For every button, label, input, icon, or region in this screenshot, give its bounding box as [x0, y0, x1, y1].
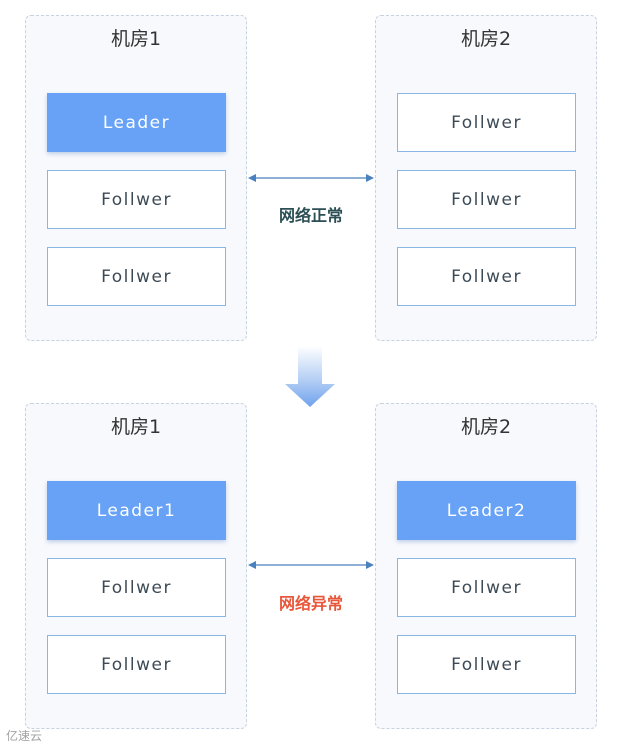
follower-node: Follwer [47, 247, 226, 306]
follower-node: Follwer [397, 558, 576, 617]
follower-node: Follwer [397, 170, 576, 229]
follower-node: Follwer [47, 635, 226, 694]
room-title: 机房1 [110, 416, 162, 438]
leader-node: Leader1 [47, 481, 226, 540]
bottom-room1: 机房1 Leader1 Follwer Follwer [25, 403, 247, 729]
watermark: 亿速云 [6, 729, 43, 743]
room-title: 机房2 [460, 28, 512, 50]
down-arrow-icon [285, 346, 335, 407]
top-network-link [248, 174, 374, 182]
room-title: 机房2 [460, 416, 512, 438]
follower-node: Follwer [397, 247, 576, 306]
follower-node: Follwer [47, 170, 226, 229]
leader-node: Leader2 [397, 481, 576, 540]
follower-node: Follwer [397, 635, 576, 694]
network-normal-label: 网络正常 [278, 206, 343, 225]
top-room2: 机房2 Follwer Follwer Follwer [375, 15, 597, 341]
bottom-network-link [248, 561, 374, 569]
follower-node: Follwer [47, 558, 226, 617]
room-title: 机房1 [110, 28, 162, 50]
follower-node: Follwer [397, 93, 576, 152]
network-abnormal-label: 网络异常 [278, 594, 343, 613]
leader-node: Leader [47, 93, 226, 152]
top-room1: 机房1 Leader Follwer Follwer [25, 15, 247, 341]
bottom-room2: 机房2 Leader2 Follwer Follwer [375, 403, 597, 729]
